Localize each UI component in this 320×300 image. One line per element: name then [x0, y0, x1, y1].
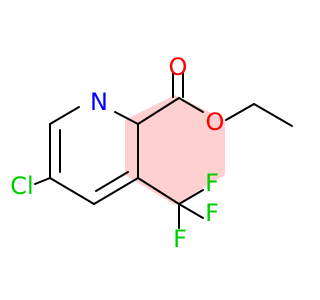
ester-oxygen-label: O: [206, 108, 225, 136]
molecule-structure: N O O Cl F F F: [10, 53, 293, 253]
bond-n-c1: [114, 111, 139, 125]
double-bond-inner-2: [95, 171, 129, 192]
bond-ring-cf3: [137, 177, 180, 205]
chlorine-atom-label: Cl: [10, 172, 33, 200]
carbonyl-oxygen-label: O: [169, 53, 188, 81]
bond-cf3-f-right: [178, 203, 204, 219]
bond-c5-n: [49, 106, 80, 125]
bond-carbonyl-ester-oxygen: [178, 97, 204, 113]
aromatic-ring-highlight: [125, 95, 225, 205]
fluorine-right-label: F: [205, 199, 219, 227]
bond-ethyl: [253, 103, 293, 127]
bond-ester-oxygen-ethyl: [225, 103, 255, 121]
bond-ring-carbonyl: [137, 97, 180, 125]
bond-c2-c3: [93, 177, 139, 205]
structure-canvas: N O O Cl F F F: [10, 53, 293, 253]
bond-ring-chlorine: [34, 177, 51, 185]
fluorine-top-label: F: [205, 169, 219, 197]
fluorine-bottom-label: F: [173, 225, 187, 253]
bond-c3-c4: [49, 177, 95, 205]
bond-cf3-f-top: [178, 189, 204, 205]
nitrogen-atom-label: N: [90, 88, 108, 116]
